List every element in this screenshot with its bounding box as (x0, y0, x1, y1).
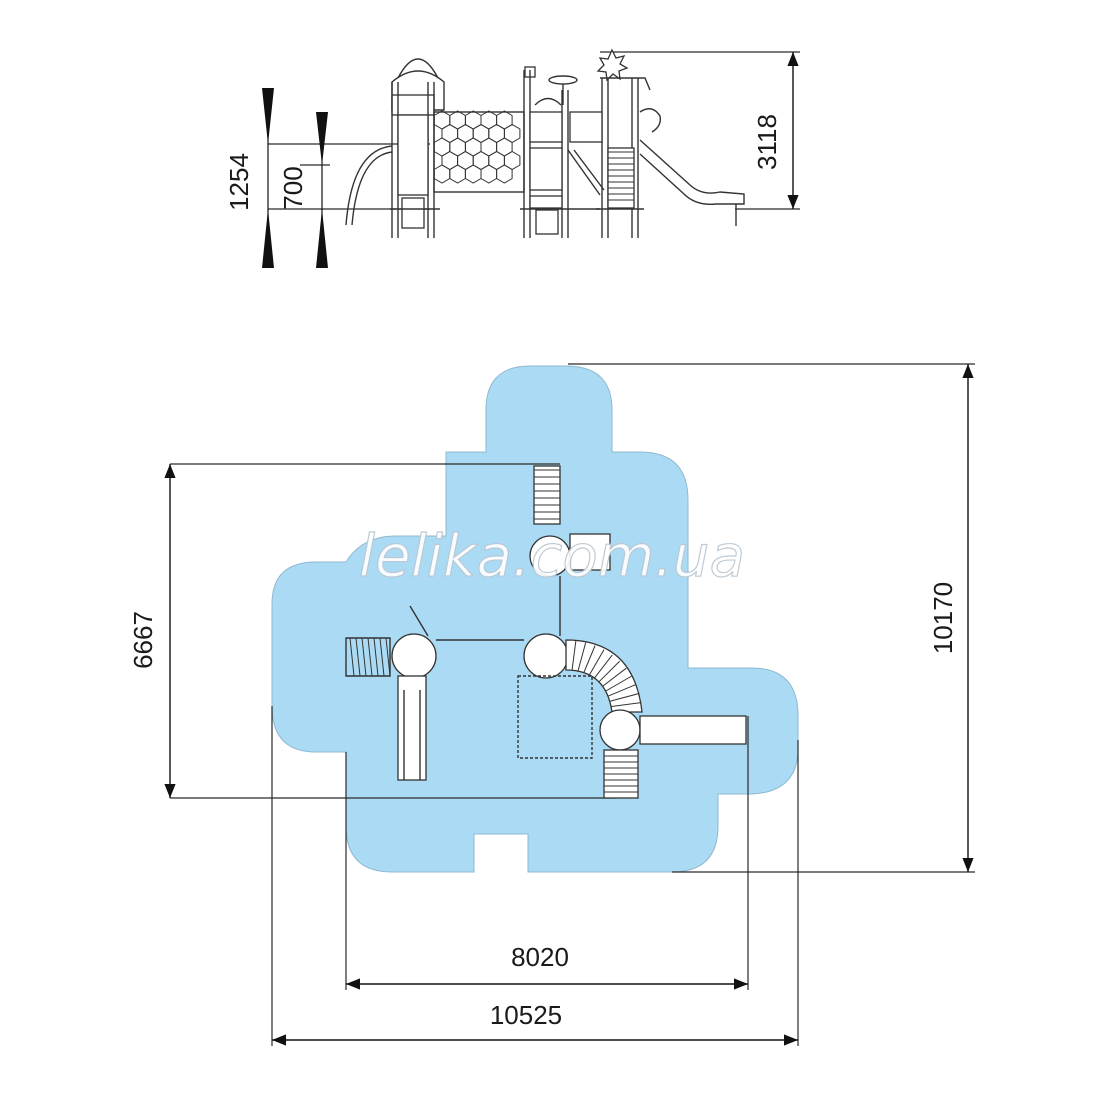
step (385, 637, 391, 677)
step (373, 637, 379, 677)
side-tower-center (520, 66, 600, 238)
plan-tube-lines (604, 755, 638, 793)
step (571, 640, 577, 671)
side-tower-right (567, 48, 651, 238)
dim-platform-low: 700 (278, 112, 330, 268)
side-ladder-rungs (608, 151, 634, 201)
safety-zone (271, 365, 799, 873)
dim-depth-equipment-label: 6667 (128, 611, 158, 669)
hex-cell (496, 164, 513, 184)
dim-height-total-label: 3118 (752, 114, 782, 170)
plan-top-stairs (534, 469, 560, 520)
step (611, 702, 642, 707)
step (361, 637, 367, 677)
dim-platform-high-label: 1254 (224, 153, 254, 211)
dim-width-equipment: 8020 (346, 942, 748, 990)
dim-platform-low-label: 700 (278, 166, 308, 209)
side-hex-net (433, 110, 525, 193)
step (577, 642, 587, 672)
step (593, 654, 613, 680)
dim-width-total-label: 10525 (490, 1000, 562, 1030)
dim-depth-equipment: 6667 (128, 464, 176, 798)
step (608, 683, 637, 697)
plan-step-ladder (349, 637, 391, 677)
dim-width-equipment-label: 8020 (511, 942, 569, 972)
step (598, 660, 621, 683)
side-elevation-view: 3118 1254 700 (224, 48, 800, 268)
dim-height-total: 3118 (752, 52, 799, 209)
hex-cell (464, 164, 482, 184)
plan-equipment (345, 465, 747, 799)
plan-curved-stairs (565, 640, 642, 707)
step (605, 675, 633, 692)
dim-platform-high: 1254 (224, 88, 274, 268)
step (367, 637, 373, 677)
side-tower-left (390, 58, 445, 238)
hex-cell (480, 164, 498, 184)
side-slide-left (345, 145, 393, 226)
hex-pattern (433, 110, 521, 184)
step (349, 637, 355, 677)
step (355, 637, 361, 677)
plan-view: 6667 10170 8020 10525 lelika.com.ua (128, 363, 975, 1046)
step (602, 667, 627, 687)
step (583, 645, 596, 674)
dim-width-total: 10525 (272, 1000, 798, 1046)
hex-cell (449, 164, 466, 184)
watermark-text: lelika.com.ua (359, 522, 745, 590)
dim-depth-total: 10170 (928, 364, 974, 872)
hex-cell (433, 164, 451, 184)
step (588, 649, 605, 676)
step (379, 637, 385, 677)
dim-depth-total-label: 10170 (928, 582, 958, 654)
step (610, 692, 640, 702)
side-slide-right (639, 108, 745, 226)
